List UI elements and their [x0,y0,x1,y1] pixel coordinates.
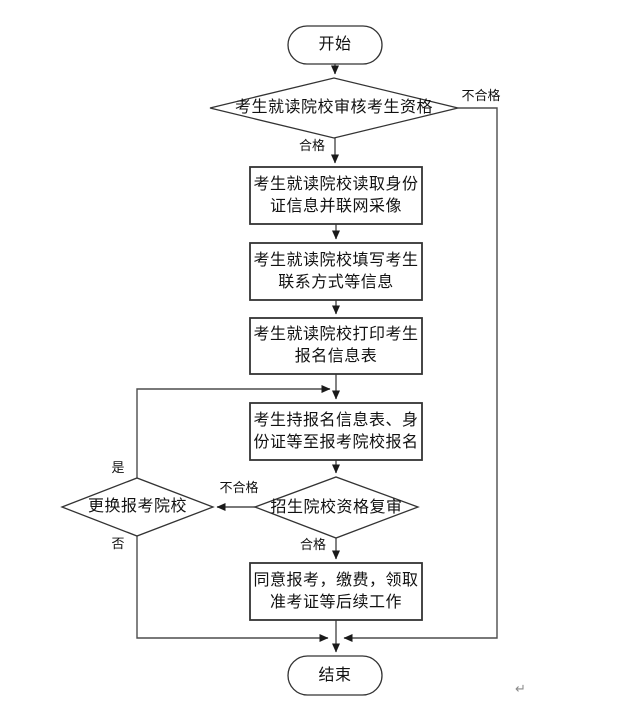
end-terminator-shape [287,655,383,696]
connector-change-school-no-to-end [136,536,329,642]
connector-change-school-yes-return [136,385,331,478]
change-school-decision-shape [60,477,215,537]
admission-recheck-decision-shape [253,476,420,539]
print-form-process-shape [249,317,423,375]
agree-pay-process-shape [249,562,423,621]
fill-contact-process-shape [249,242,423,301]
bring-form-process-shape [249,402,423,461]
connector-review-unqualified-to-end [343,107,498,642]
qualification-review-decision-shape [209,77,459,139]
start-terminator-shape [287,25,383,65]
read-id-process-shape [249,166,423,225]
